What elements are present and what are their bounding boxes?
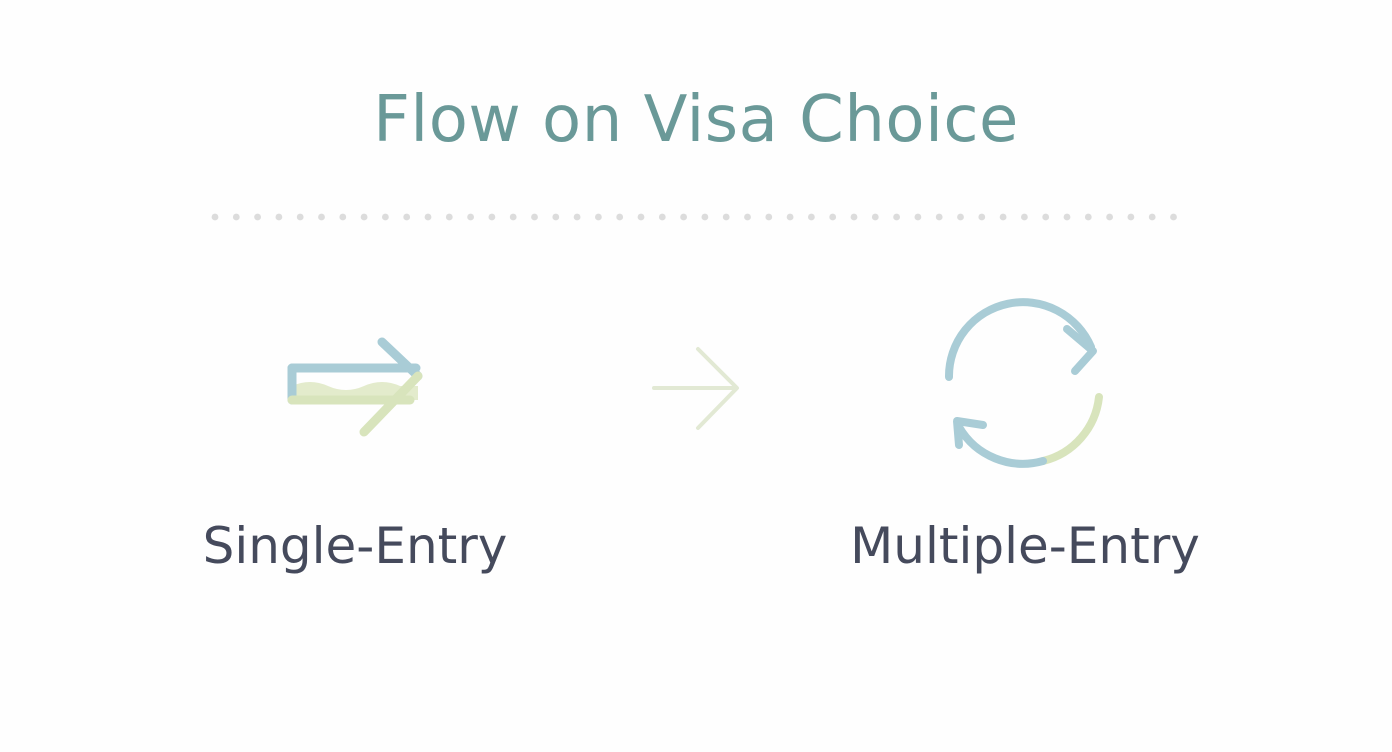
divider-dot (658, 213, 666, 221)
divider-dot (1042, 213, 1050, 221)
dotted-divider (211, 213, 1177, 221)
divider-dot (935, 213, 943, 221)
divider-dot (1084, 213, 1092, 221)
divider-dot (275, 213, 283, 221)
divider-dot (339, 213, 347, 221)
divider-dot (957, 213, 964, 221)
divider-dot (1063, 213, 1071, 221)
divider-dot (637, 213, 645, 221)
single-entry-arrow-icon (287, 337, 423, 437)
divider-dot (488, 213, 496, 221)
divider-dot (978, 213, 986, 221)
divider-dot (467, 213, 474, 221)
divider-dot (1170, 213, 1177, 221)
divider-dot (744, 213, 751, 221)
divider-dot (999, 213, 1007, 221)
single-entry-label: Single-Entry (202, 517, 508, 575)
diagram-title: Flow on Visa Choice (373, 83, 1019, 157)
divider-dot (871, 213, 879, 221)
divider-dot (893, 213, 900, 221)
divider-dot (765, 213, 773, 221)
divider-dot (829, 213, 837, 221)
divider-dot (552, 213, 560, 221)
divider-dot (509, 213, 517, 221)
right-arrow-icon (652, 347, 739, 430)
divider-dot (680, 213, 687, 221)
divider-dot (296, 213, 304, 221)
divider-dot (254, 213, 261, 221)
divider-dot (573, 213, 581, 221)
divider-dot (403, 213, 411, 221)
divider-dot (424, 213, 432, 221)
divider-dot (616, 213, 624, 221)
divider-dot (722, 213, 730, 221)
divider-dot (701, 213, 709, 221)
divider-dot (595, 213, 602, 221)
divider-dot (850, 213, 858, 221)
divider-dot (232, 213, 240, 221)
divider-dot (445, 213, 453, 221)
divider-dot (1021, 213, 1028, 221)
divider-dot (211, 213, 219, 221)
divider-dot (318, 213, 325, 221)
divider-dot (1106, 213, 1113, 221)
divider-dot (786, 213, 794, 221)
divider-dot (531, 213, 538, 221)
multiple-entry-label: Multiple-Entry (850, 517, 1200, 575)
divider-dot (360, 213, 368, 221)
divider-dot (382, 213, 389, 221)
divider-dot (1148, 213, 1156, 221)
divider-dot (808, 213, 815, 221)
divider-dot (914, 213, 922, 221)
divider-dot (1127, 213, 1135, 221)
cycle-arrows-icon (944, 298, 1103, 468)
